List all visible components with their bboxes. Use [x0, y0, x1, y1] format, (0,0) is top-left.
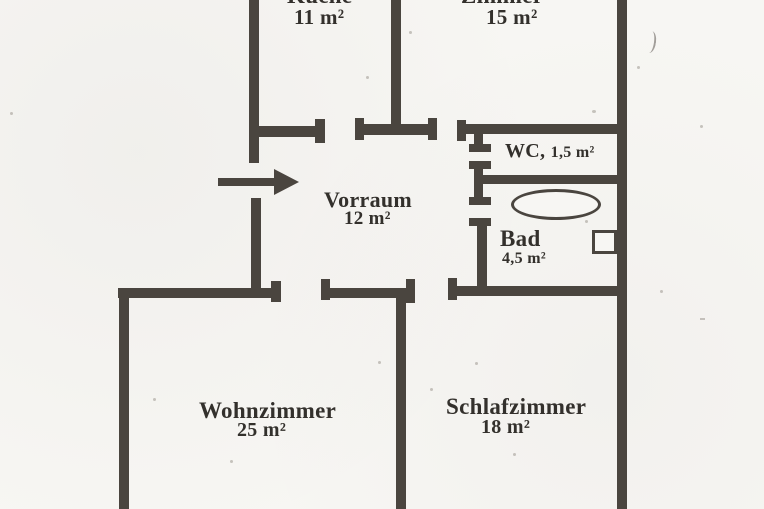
- scan-speck: [378, 361, 381, 364]
- scan-speck: [10, 112, 13, 115]
- door-jamb-bad-upper: [469, 197, 491, 205]
- door-jamb-wohnzimmer-left: [271, 281, 281, 302]
- wall-wc-top: [461, 124, 627, 134]
- wall-wc-left-stub: [474, 132, 483, 145]
- wall-outer-right: [617, 0, 627, 509]
- wall-wc-left: [474, 168, 483, 198]
- scan-speck: [585, 220, 588, 223]
- wall-schlafzimmer-top: [448, 286, 627, 296]
- door-jamb-bad-lower: [469, 218, 491, 226]
- door-jamb-wc-upper: [469, 144, 491, 152]
- room-label-zimmer: Zimmer: [461, 0, 543, 8]
- room-area-kueche: 11 m²: [294, 5, 345, 29]
- door-jamb-schlafzimmer-left: [406, 279, 415, 303]
- room-label-schlafzimmer: Schlafzimmer: [446, 394, 587, 419]
- door-jamb-mid-right: [428, 118, 437, 140]
- scan-speck: [409, 31, 412, 34]
- scan-speck: [660, 290, 663, 293]
- scan-speck: [700, 125, 703, 128]
- room-area-wohnzimmer: 25 m²: [237, 419, 287, 441]
- scan-speck: [230, 460, 233, 463]
- scan-speck: [430, 388, 433, 391]
- room-label-wc-name: WC,: [505, 140, 546, 162]
- scan-speck: [700, 318, 705, 320]
- wall-wohnzimmer-left: [119, 289, 129, 509]
- door-jamb-kueche: [315, 119, 325, 143]
- room-area-schlafzimmer: 18 m²: [481, 416, 531, 438]
- wall-wohn-schlaf-divider: [396, 297, 406, 509]
- scan-mark: [643, 30, 658, 54]
- wall-kueche-left: [249, 0, 259, 163]
- scan-speck: [592, 110, 596, 113]
- wall-vorraum-left: [251, 198, 261, 292]
- room-label-bad: Bad: [500, 226, 541, 251]
- scan-speck: [153, 398, 156, 401]
- wall-bad-left: [477, 226, 487, 290]
- wall-kueche-zimmer-divider: [391, 0, 401, 129]
- wall-wc-bad-divider: [483, 175, 627, 184]
- entrance-arrow-icon: [274, 169, 299, 195]
- wall-vorraum-top-mid: [355, 124, 437, 135]
- door-jamb-wc-lower: [469, 161, 491, 169]
- room-label-kueche: Küche: [287, 0, 352, 8]
- scan-speck: [475, 362, 478, 365]
- wall-wohnzimmer-top-b: [321, 288, 415, 298]
- entrance-arrow-shaft: [218, 178, 276, 186]
- room-area-vorraum: 12 m²: [344, 208, 391, 229]
- wall-kueche-bottom: [249, 126, 317, 137]
- bathtub-icon: [511, 189, 601, 220]
- room-area-bad: 4,5 m²: [502, 250, 546, 267]
- room-area-zimmer: 15 m²: [486, 5, 538, 29]
- scan-speck: [366, 76, 369, 79]
- room-label-wc: WC, 1,5 m²: [505, 140, 595, 162]
- room-label-vorraum: Vorraum: [324, 187, 413, 212]
- scan-speck: [637, 66, 640, 69]
- washbasin-icon: [592, 230, 617, 254]
- room-area-wc: 1,5 m²: [550, 144, 595, 161]
- scan-speck: [513, 453, 516, 456]
- wall-wohnzimmer-top-a: [118, 288, 272, 298]
- room-label-wohnzimmer: Wohnzimmer: [199, 398, 337, 423]
